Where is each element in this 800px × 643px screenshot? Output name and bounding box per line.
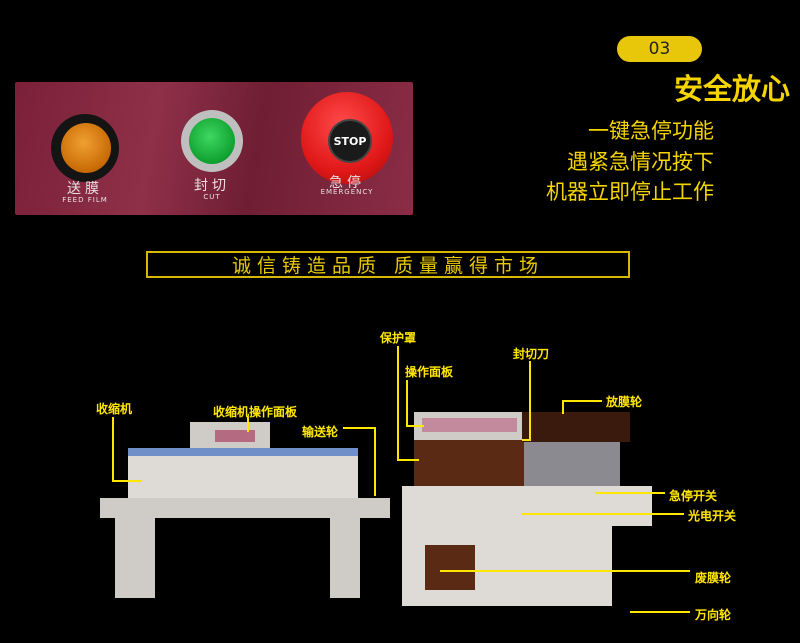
leader-line — [397, 459, 419, 461]
leader-line — [406, 380, 408, 426]
section-number-badge: 03 — [617, 36, 702, 62]
cut-label-en: CUT — [203, 193, 221, 201]
feed-film-button — [61, 123, 111, 173]
leader-line — [397, 346, 399, 460]
label-caster-wheel: 万向轮 — [695, 608, 732, 622]
feed-film-label-en: FEED FILM — [62, 196, 108, 204]
machine-illustration: 收缩机 收缩机操作面板 输送轮 保护罩 操作面板 封切刀 放膜轮 急停开关 光电… — [0, 300, 800, 643]
label-film-release-wheel: 放膜轮 — [606, 395, 643, 409]
leader-line — [522, 439, 531, 441]
leader-line — [562, 400, 602, 402]
section-title: 安全放心 — [673, 72, 790, 106]
label-shrink-panel: 收缩机操作面板 — [213, 405, 298, 419]
emergency-label-cn: 急停 — [329, 175, 365, 191]
tunnel-conveyor-bed — [100, 498, 390, 518]
label-waste-film-wheel: 废膜轮 — [695, 571, 732, 585]
film-roll-area — [524, 442, 620, 488]
tunnel-top-strip — [128, 448, 358, 456]
slogan-banner: 诚信铸造品质 质量赢得市场 — [146, 251, 630, 278]
label-emergency-switch: 急停开关 — [669, 489, 718, 503]
leader-line — [406, 425, 424, 427]
label-protective-cover: 保护罩 — [380, 331, 417, 345]
leader-line — [247, 417, 249, 432]
leader-line — [112, 417, 114, 481]
tunnel-leg-left — [115, 518, 155, 598]
cut-button — [189, 118, 235, 164]
leader-line — [529, 361, 531, 440]
tunnel-leg-right — [330, 518, 360, 598]
shrink-panel-controls — [215, 430, 255, 442]
leader-line — [595, 492, 665, 494]
waste-film-window — [425, 545, 475, 590]
label-sealing-knife: 封切刀 — [513, 347, 550, 361]
cut-label-cn: 封切 — [194, 178, 230, 194]
label-shrink-machine: 收缩机 — [96, 402, 133, 416]
label-conveyor-wheel: 输送轮 — [302, 425, 339, 439]
leader-line — [630, 611, 690, 613]
protective-cover — [414, 440, 524, 486]
description-line-3: 机器立即停止工作 — [546, 180, 714, 204]
sealer-panel-controls — [422, 418, 517, 432]
leader-line — [440, 570, 690, 572]
label-photoelectric-switch: 光电开关 — [688, 509, 737, 523]
emergency-label-en: EMERGENCY — [320, 188, 374, 196]
description-line-2: 遇紧急情况按下 — [567, 150, 714, 174]
label-operation-panel: 操作面板 — [405, 365, 454, 379]
leader-line — [562, 400, 564, 414]
leader-line — [521, 513, 684, 515]
leader-line — [112, 480, 142, 482]
leader-line — [343, 427, 375, 429]
description-line-1: 一键急停功能 — [588, 119, 714, 143]
stop-icon: STOP — [328, 119, 372, 163]
feed-film-label-cn: 送膜 — [67, 181, 103, 197]
film-release-cover — [522, 412, 630, 442]
tunnel-body — [128, 456, 358, 504]
leader-line — [374, 427, 376, 496]
control-panel-photo: 送膜 FEED FILM 封切 CUT STOP 急停 EMERGENCY — [15, 82, 413, 215]
